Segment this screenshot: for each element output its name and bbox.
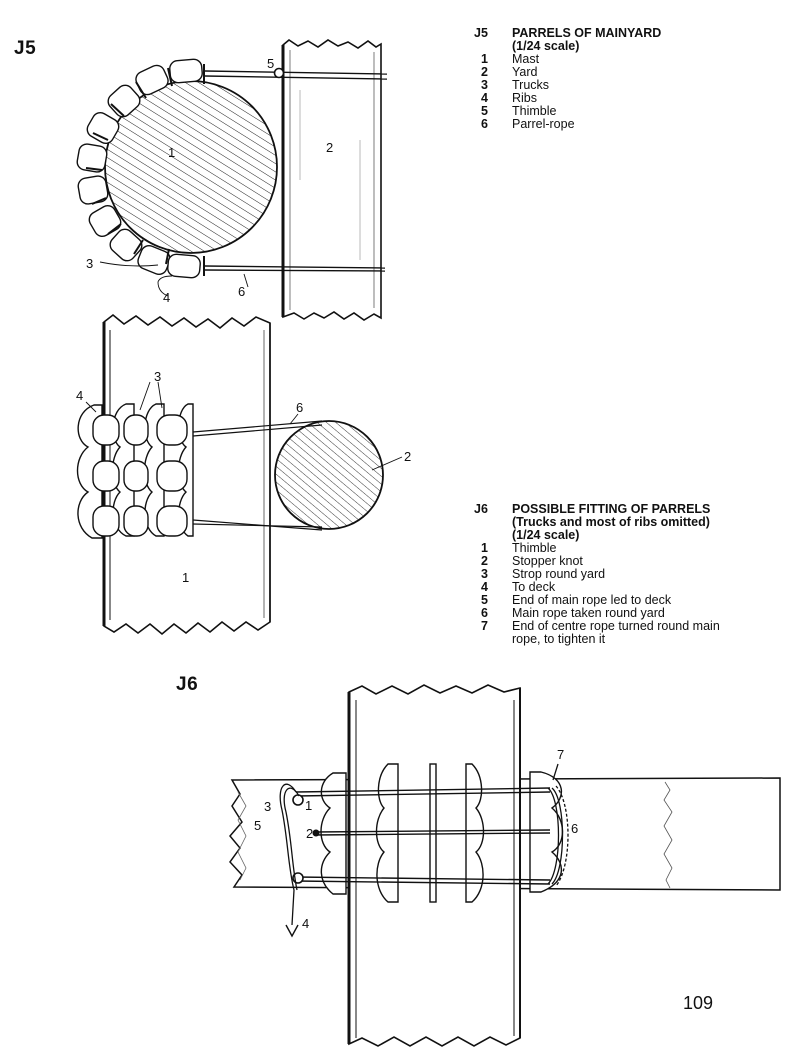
figure-id-j6: J6	[176, 674, 199, 695]
j6-front-label-yard-rope-num: 6	[571, 821, 578, 836]
j6-side-trucks	[92, 414, 188, 537]
j5-diagram: 1 2 3 4 5 6	[76, 39, 388, 321]
caption-j6-subtitle: (Trucks and most of ribs omitted)	[512, 515, 710, 529]
j5-parrel-rope	[204, 67, 388, 272]
j6-front-parrel	[320, 763, 564, 903]
j6-front-right-wrap	[547, 763, 569, 887]
j5-label-rope-num: 6	[238, 284, 245, 299]
j6-front-label-end-num: 5	[254, 818, 261, 833]
j6-side-label-yard-num: 2	[404, 449, 411, 464]
j5-mast	[281, 39, 382, 321]
caption-j6-heading: J6 POSSIBLE FITTING OF PARRELS (Trucks a…	[474, 503, 784, 542]
caption-j5-scale: (1/24 scale)	[512, 39, 580, 53]
j6-front-label-deck-num: 4	[302, 916, 309, 931]
j6-front-diagram: 3 1 5 2 4 6 7	[229, 684, 781, 1047]
caption-j5-heading: J5 PARRELS OF MAINYARD (1/24 scale)	[474, 27, 774, 53]
caption-j6-code: J6	[474, 502, 488, 516]
caption-j6-title: POSSIBLE FITTING OF PARRELS	[512, 502, 711, 516]
j5-label-thimble-num: 5	[267, 56, 274, 71]
j6-side-yard	[274, 420, 384, 530]
page-number: 109	[683, 993, 714, 1013]
j6-front-label-thimble-num: 1	[305, 798, 312, 813]
j6-side-label-trucks-num: 3	[154, 369, 161, 384]
j6-front-label-strop-num: 3	[264, 799, 271, 814]
caption-j5-code: J5	[474, 26, 488, 40]
j5-trucks	[76, 58, 203, 279]
j6-side-label-rope-num: 6	[296, 400, 303, 415]
j6-side-label-mast-num: 1	[182, 570, 189, 585]
j5-ribs	[85, 64, 205, 276]
j5-label-yard-num: 2	[326, 140, 333, 155]
j5-label-trucks-num: 3	[86, 256, 93, 271]
caption-j5-title: PARRELS OF MAINYARD	[512, 26, 662, 40]
j5-label-mast-num: 1	[168, 145, 175, 160]
j6-side-leaders	[85, 381, 403, 471]
j5-label-ribs-num: 4	[163, 290, 170, 305]
j6-side-label-ribs-num: 4	[76, 388, 83, 403]
j5-leaders	[99, 261, 249, 297]
j6-side-diagram: 1 2 3 4 6	[76, 313, 411, 636]
j6-front-lead-rope	[279, 783, 300, 938]
j6-front-ropes	[292, 787, 551, 885]
j6-front-label-knot-num: 2	[306, 826, 313, 841]
j6-front-label-centre-rope-num: 7	[557, 747, 564, 762]
caption-j6-scale: (1/24 scale)	[512, 528, 580, 542]
j6-side-rope	[192, 420, 323, 531]
figure-id-j5: J5	[14, 38, 37, 59]
caption-j6: J6 POSSIBLE FITTING OF PARRELS (Trucks a…	[474, 503, 784, 646]
